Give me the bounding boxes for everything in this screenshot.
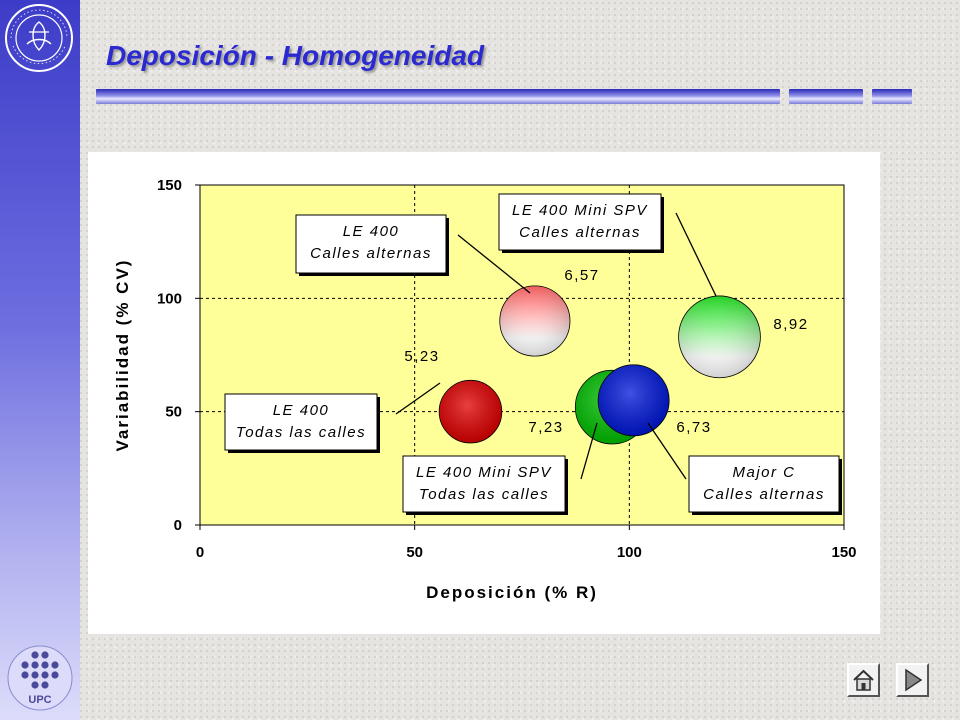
x-tick-label: 50 <box>406 544 423 561</box>
y-tick-label: 150 <box>157 177 182 194</box>
x-tick-label: 100 <box>617 544 642 561</box>
callout-leader-line <box>647 422 687 480</box>
y-tick-label: 0 <box>174 517 182 534</box>
callout-label: Todas las calles <box>236 424 366 441</box>
bubble-shading <box>439 380 502 443</box>
callout-leader-line <box>675 212 717 297</box>
x-axis-title: Deposición (% R) <box>426 583 598 602</box>
callout-leader-line <box>580 422 598 480</box>
home-icon <box>853 669 874 691</box>
y-axis-title: Variabilidad (% CV) <box>113 259 132 452</box>
callout-label: LE 400 <box>273 402 330 419</box>
x-tick-label: 0 <box>196 544 204 561</box>
bubble-size-label: 6,73 <box>676 419 711 436</box>
home-button[interactable] <box>847 663 880 697</box>
bubble-shading <box>499 285 570 357</box>
callout-label: Major C <box>732 464 795 481</box>
bubble-shading <box>678 295 761 378</box>
school-seal-logo <box>5 4 73 72</box>
next-slide-button[interactable] <box>896 663 929 697</box>
sidebar: UPC <box>0 0 80 720</box>
title-rule-short <box>872 89 912 104</box>
callout-box <box>295 214 447 274</box>
callout-label: Calles alternas <box>310 245 432 262</box>
callout-label: Todas las calles <box>419 486 549 503</box>
upc-logo: UPC <box>7 645 73 711</box>
callout-label: Calles alternas <box>703 486 825 503</box>
bubble-size-label: 8,92 <box>773 316 808 333</box>
slide-title: Deposición - Homogeneidad <box>106 40 485 71</box>
bubble-shading <box>598 364 670 436</box>
x-tick-label: 150 <box>831 544 856 561</box>
callout-leader-line <box>457 234 531 294</box>
y-tick-label: 50 <box>165 404 182 421</box>
callout-box <box>224 393 378 451</box>
svg-text:UPC: UPC <box>28 694 51 706</box>
bubble-size-label: 5,23 <box>404 348 439 365</box>
bubble-size-label: 7,23 <box>528 419 563 436</box>
title-rule-medium <box>789 89 863 104</box>
callout-leader-line <box>395 382 441 415</box>
next-arrow-icon <box>905 668 923 692</box>
callout-box <box>498 193 662 251</box>
callout-box <box>402 455 566 513</box>
callout-label: LE 400 Mini SPV <box>416 464 552 481</box>
callout-box <box>688 455 840 513</box>
title-rule-long <box>96 89 780 104</box>
y-tick-label: 100 <box>157 290 182 307</box>
callout-label: Calles alternas <box>519 224 641 241</box>
bubble-size-label: 6,57 <box>564 267 599 284</box>
callout-label: LE 400 <box>343 223 400 240</box>
callout-label: LE 400 Mini SPV <box>512 202 648 219</box>
